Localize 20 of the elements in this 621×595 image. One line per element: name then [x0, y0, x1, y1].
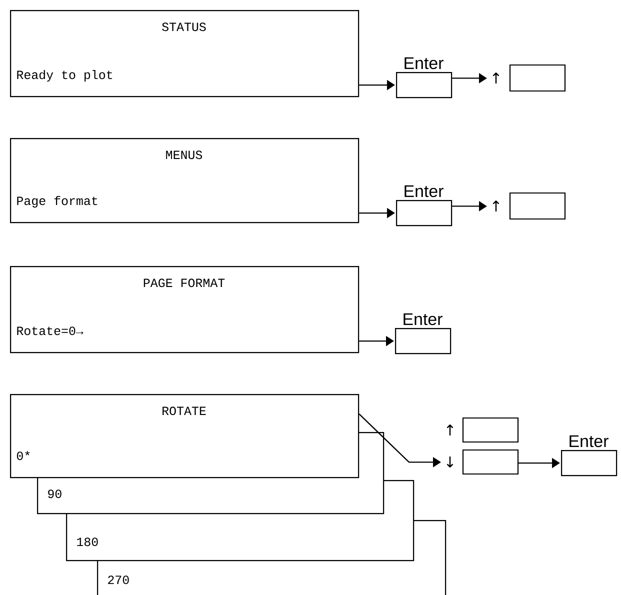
node-label: Enter: [404, 313, 442, 326]
node-label: ↑: [446, 424, 454, 436]
enter-key: Enter: [561, 435, 618, 476]
node-label: ↓: [446, 456, 454, 468]
enter-key: Enter: [396, 185, 452, 226]
node-label: Enter: [404, 185, 444, 198]
arrow-key: ↓: [446, 449, 519, 475]
display-box: STATUS Ready to plot: [10, 10, 360, 98]
enter-key: Enter: [396, 57, 452, 98]
arrow-key: ↑: [492, 192, 566, 220]
display-box: ROTATE 0*: [10, 394, 360, 478]
display-box: PAGE FORMAT Rotate=0→: [10, 266, 360, 354]
node-label: ↑: [492, 200, 500, 212]
node-label: Enter: [570, 435, 608, 448]
arrow-key: ↑: [446, 417, 519, 443]
arrow-key: ↑: [492, 64, 566, 92]
node-label: Enter: [404, 57, 444, 70]
enter-key: Enter: [395, 313, 452, 354]
node-label: ↑: [492, 72, 500, 84]
display-box: MENUS Page format: [10, 138, 360, 224]
